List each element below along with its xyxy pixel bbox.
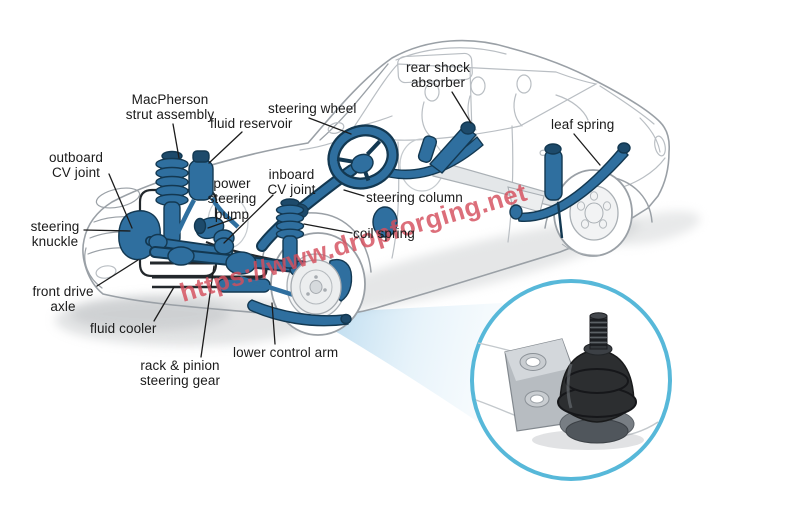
front-suspension-group <box>118 150 353 327</box>
lower-control-arm-graphic <box>247 299 349 327</box>
label-fluid-reservoir: fluid reservoir <box>210 116 293 131</box>
ball-joint-graphic <box>504 312 637 444</box>
leader-rear-shock <box>451 91 472 124</box>
label-power-steering-pump: power steering pump <box>207 176 257 222</box>
label-rear-shock-absorber: rear shock absorber <box>405 60 471 91</box>
leader-power-pump <box>207 217 237 229</box>
ball-joint-inset <box>470 279 672 481</box>
steering-wheel-graphic <box>327 124 399 190</box>
rear-suspension-group <box>372 121 631 239</box>
leader-steering-wheel <box>308 117 352 135</box>
leader-front-drive-axle <box>96 259 139 287</box>
leader-lower-control-arm <box>271 302 276 345</box>
label-steering-column: steering column <box>366 190 463 205</box>
fluid-reservoir-graphic <box>188 150 214 201</box>
inset-spotlight-beam <box>318 303 526 455</box>
leader-rack-pinion <box>200 265 215 358</box>
rear-left-hub <box>372 206 398 238</box>
rear-left-leaf-spring <box>386 136 484 180</box>
label-steering-knuckle: steering knuckle <box>30 219 80 250</box>
leader-leaf-spring <box>573 133 601 166</box>
leader-coil-spring <box>303 223 353 234</box>
label-lower-control-arm: lower control arm <box>233 345 339 360</box>
rear-right-shock-absorber <box>544 149 563 201</box>
rear-right-leaf-spring <box>516 146 629 222</box>
label-rack-pinion: rack & pinion steering gear <box>139 358 221 389</box>
leader-steering-knuckle <box>83 229 131 232</box>
label-steering-wheel: steering wheel <box>268 101 357 116</box>
leader-fluid-cooler <box>153 286 175 322</box>
leader-inboard-cv <box>223 194 274 244</box>
label-leaf-spring: leaf spring <box>551 117 615 132</box>
leader-macpherson-strut <box>172 123 180 159</box>
front-brake-disc <box>290 259 342 315</box>
rear-wheel <box>553 169 633 257</box>
label-fluid-cooler: fluid cooler <box>90 321 157 336</box>
label-inboard-cv-joint: inboard CV joint <box>267 167 316 198</box>
leader-outboard-cv <box>108 173 133 229</box>
label-front-drive-axle: front drive axle <box>32 284 94 315</box>
leader-fluid-reservoir <box>208 131 243 164</box>
coil-spring-strut-graphic <box>275 198 305 269</box>
leader-lines <box>83 91 601 358</box>
label-macpherson-strut: MacPherson strut assembly <box>125 92 215 123</box>
label-coil-spring: coil spring <box>353 226 415 241</box>
rear-left-shock-absorber <box>429 125 477 174</box>
label-outboard-cv-joint: outboard CV joint <box>48 150 104 181</box>
leader-steering-column <box>343 189 365 197</box>
inboard-cv-joint-graphic <box>213 237 235 255</box>
